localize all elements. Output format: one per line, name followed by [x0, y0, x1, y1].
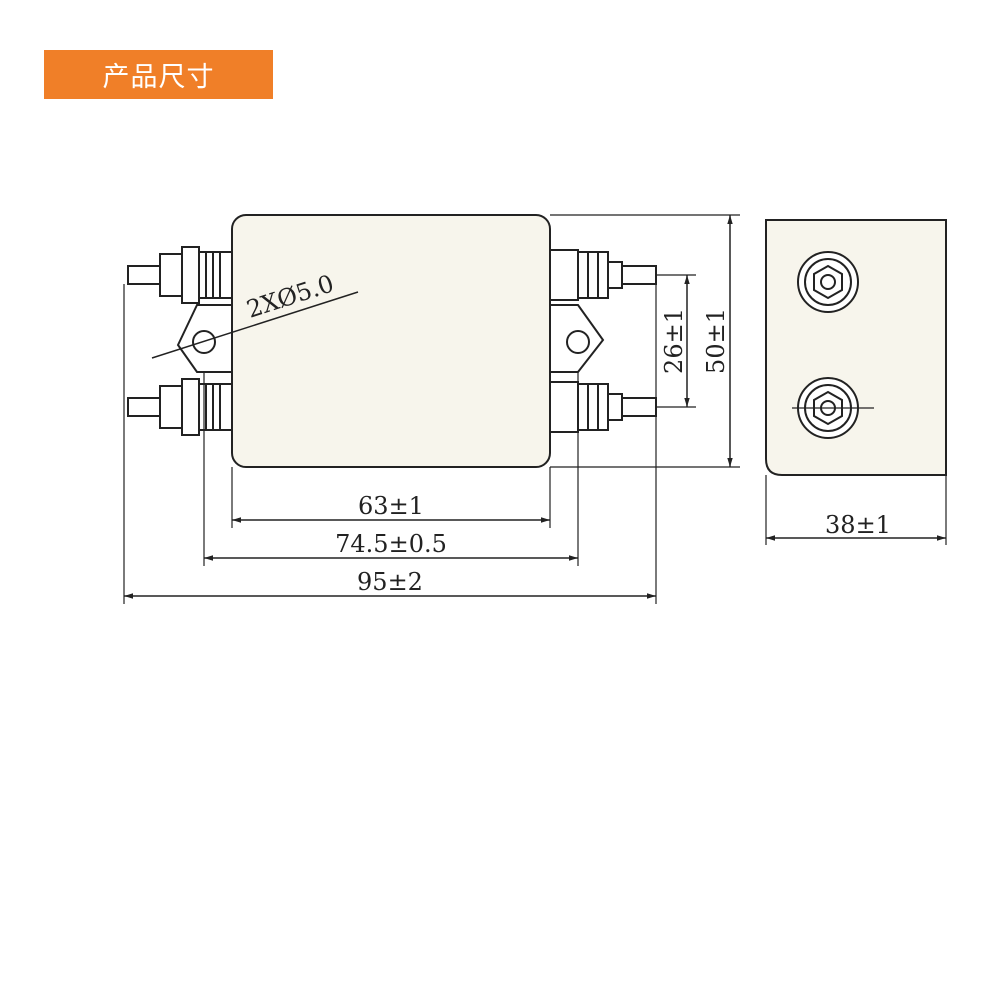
body-height-label: 50±1	[702, 308, 730, 374]
front-view	[123, 214, 740, 604]
side-width-label: 38±1	[825, 511, 891, 539]
side-view	[765, 219, 947, 545]
filter-body	[231, 214, 551, 468]
side-view-body	[765, 219, 947, 476]
terminal-pitch-label: 26±1	[660, 308, 688, 374]
hole-callout-leader	[151, 291, 359, 359]
terminal-bottom-right	[549, 381, 657, 433]
extension-lines	[123, 214, 740, 604]
overall-length-label: 95±2	[357, 568, 423, 596]
side-terminal-top	[797, 251, 859, 313]
mounting-pitch-label: 74.5±0.5	[335, 530, 447, 558]
terminal-top-right	[549, 249, 657, 301]
section-title-banner: 产品尺寸	[44, 50, 273, 99]
section-title: 产品尺寸	[102, 62, 215, 93]
terminal-top-left	[127, 246, 233, 304]
mounting-hole-right	[566, 330, 590, 354]
terminal-bottom-left	[127, 378, 233, 436]
side-terminal-bottom	[792, 377, 874, 439]
body-length-label: 63±1	[358, 492, 424, 520]
